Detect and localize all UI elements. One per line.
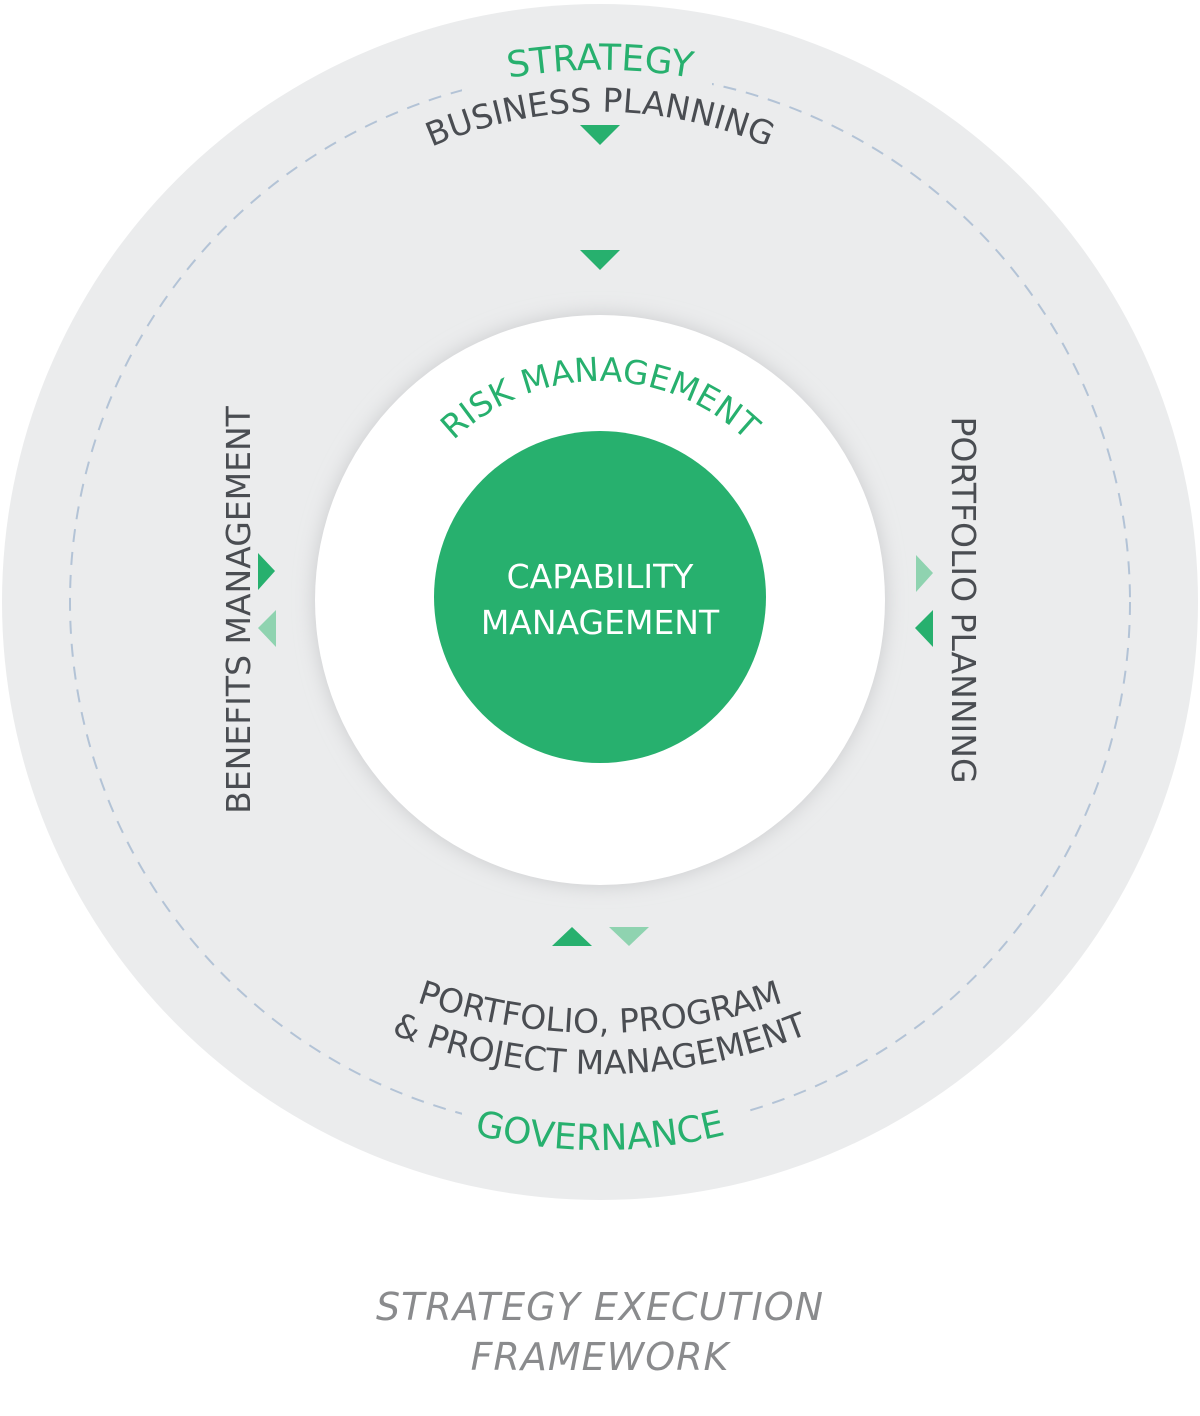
dashed-gap-top — [462, 60, 712, 110]
caption-line1: STRATEGY EXECUTION — [375, 1285, 825, 1329]
caption-line2: FRAMEWORK — [470, 1335, 730, 1379]
capability-label-line2: MANAGEMENT — [481, 603, 720, 642]
strategy-label: STRATEGY — [504, 38, 697, 87]
arrow-down-icon — [580, 250, 620, 270]
arrow-down-icon — [609, 927, 649, 946]
arrow-left-icon — [915, 610, 933, 647]
framework-diagram: STRATEGY BUSINESS PLANNING RISK MANAGEME… — [2, 4, 1198, 1200]
portfolio-planning-label: PORTFOLIO PLANNING — [944, 416, 983, 783]
capability-label-line1: CAPABILITY — [507, 557, 695, 596]
arrow-left-icon — [258, 610, 276, 647]
arrow-down-icon — [580, 125, 620, 145]
dashed-gap-bottom — [462, 1095, 742, 1145]
benefits-management-label: BENEFITS MANAGEMENT — [219, 405, 258, 813]
arrow-right-icon — [258, 553, 275, 590]
arrow-up-icon — [552, 927, 592, 946]
capability-circle — [434, 431, 766, 763]
arrow-right-icon — [916, 555, 933, 592]
